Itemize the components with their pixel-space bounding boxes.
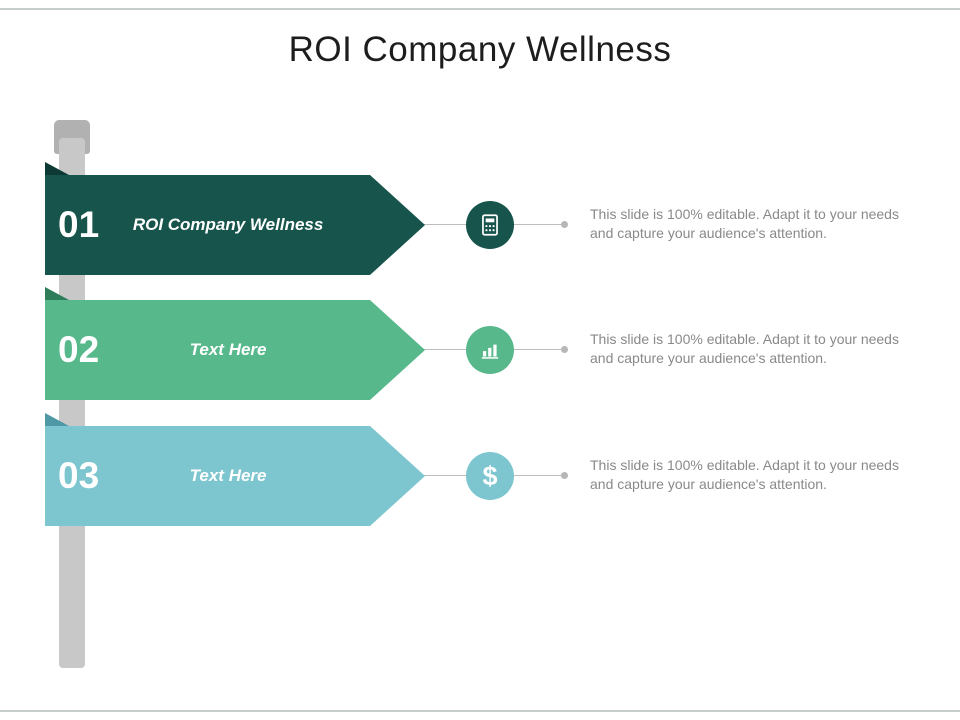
- step-label: ROI Company Wellness: [132, 215, 324, 234]
- connector-dot: [561, 472, 568, 479]
- step-description: This slide is 100% editable. Adapt it to…: [590, 206, 899, 241]
- arrow-banner: 03 Text Here: [45, 426, 425, 526]
- dollar-icon: $: [466, 452, 514, 500]
- signpost-row-1: 01 ROI Company Wellness This slide is 10…: [0, 162, 960, 275]
- calculator-icon: [466, 201, 514, 249]
- step-number: 01: [58, 204, 100, 245]
- signpost-row-3: 03 Text Here $ This slide is 100% editab…: [0, 413, 960, 526]
- step-number: 03: [58, 455, 100, 496]
- page-title: ROI Company Wellness: [288, 30, 672, 69]
- signpost-row-2: 02 Text Here This slide is 100% editable…: [0, 287, 960, 400]
- step-label: Text Here: [189, 340, 267, 359]
- step-description: This slide is 100% editable. Adapt it to…: [590, 331, 899, 366]
- step-description: This slide is 100% editable. Adapt it to…: [590, 457, 899, 492]
- top-border-line: [0, 8, 960, 10]
- bottom-border-line: [0, 710, 960, 712]
- bar-chart-icon: [466, 326, 514, 374]
- step-number: 02: [58, 329, 100, 370]
- connector-dot: [561, 346, 568, 353]
- arrow-banner: 01 ROI Company Wellness: [45, 175, 425, 275]
- step-label: Text Here: [189, 466, 267, 485]
- arrow-banner: 02 Text Here: [45, 300, 425, 400]
- connector-dot: [561, 221, 568, 228]
